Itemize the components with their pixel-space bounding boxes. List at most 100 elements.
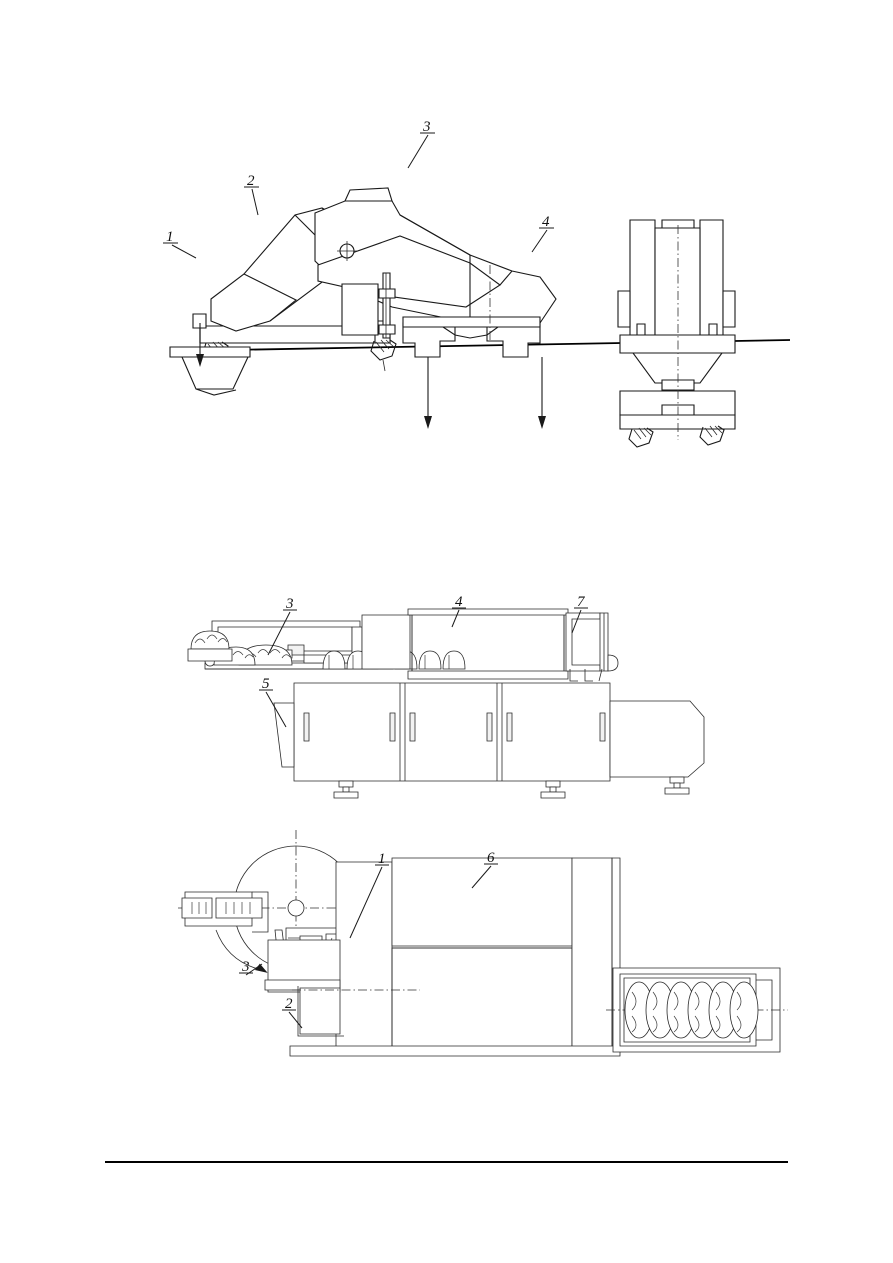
tray-loaf xyxy=(729,981,759,1039)
callout-2: 2 xyxy=(244,173,259,216)
hopper-bottom xyxy=(195,388,237,396)
front-elevation-view xyxy=(617,219,736,448)
outlet-flow-arrow-right xyxy=(538,357,546,429)
loaf-tray-plan-view xyxy=(606,967,788,1053)
shaft-sleeve-2 xyxy=(215,897,263,919)
callout-3: 3 xyxy=(407,119,435,169)
callout-1-label: 1 xyxy=(166,229,174,245)
tray-loaves xyxy=(624,981,759,1039)
callout-7-label: 7 xyxy=(577,594,586,610)
callout-group-bottom: 1 6 3 2 xyxy=(239,850,498,1029)
callout-1: 1 xyxy=(163,229,197,259)
levelling-foot xyxy=(664,776,690,795)
door-handle xyxy=(303,712,310,742)
figure-middle-canvas: 3 4 7 5 xyxy=(187,594,705,799)
callout-1-label: 1 xyxy=(378,851,386,867)
lower-frame-tray xyxy=(289,986,621,1057)
cabinet-base-body xyxy=(293,682,611,782)
base-rail xyxy=(289,1045,621,1057)
front-hopper xyxy=(631,352,724,384)
front-hopper-outlet xyxy=(661,379,695,391)
callout-4: 4 xyxy=(451,594,466,628)
callout-3: 3 xyxy=(267,596,297,656)
drive-end-roller xyxy=(607,654,619,672)
arm-inner-fold xyxy=(243,273,298,322)
outfeed-chute xyxy=(609,700,705,778)
callout-5-label: 5 xyxy=(262,676,270,692)
loaf-stacked xyxy=(190,630,230,650)
door-handle xyxy=(486,712,493,742)
cabinet-base-row xyxy=(273,682,705,799)
figure-machine-detail-section: 1 6 3 2 xyxy=(0,820,893,1090)
pivot-fitting-icon xyxy=(337,241,357,261)
callout-4-label: 4 xyxy=(542,214,550,230)
bracket-marks xyxy=(569,668,603,682)
lower-frame-outline xyxy=(297,986,344,1037)
footer-rule xyxy=(105,1161,788,1163)
hatched-enclosure-panel xyxy=(407,608,569,680)
discharge-chute-left xyxy=(402,322,456,358)
chute-arch xyxy=(442,326,499,339)
inlet-flow-arrow xyxy=(196,323,204,367)
door-handle xyxy=(389,712,396,742)
body-column-left xyxy=(335,861,393,1049)
loaf-tray-left xyxy=(187,648,233,662)
rotor-hub xyxy=(287,899,305,917)
callout-2: 2 xyxy=(282,996,303,1029)
callout-4-label: 4 xyxy=(455,594,463,610)
levelling-foot xyxy=(333,780,359,799)
front-side-lug-right xyxy=(722,290,736,328)
chassis-foot-left xyxy=(192,313,207,329)
front-column-left xyxy=(629,219,656,336)
loaf-carrier xyxy=(442,650,466,670)
upper-body-panel xyxy=(391,857,573,947)
loaf-carrier xyxy=(418,650,442,670)
drive-end-unit xyxy=(565,612,619,672)
door-handle xyxy=(409,712,416,742)
callout-1: 1 xyxy=(349,851,389,939)
callout-2-label: 2 xyxy=(247,173,255,189)
figure-tipping-trolley-unloader: 1 2 3 4 xyxy=(0,95,893,448)
chute-header-beam xyxy=(402,316,541,328)
discharge-chute-right xyxy=(486,322,541,358)
front-centre-body xyxy=(654,227,701,336)
drive-housing-inner xyxy=(571,618,605,666)
hydraulic-ram xyxy=(378,272,396,339)
interior-cabinet xyxy=(341,283,379,336)
discharge-hopper xyxy=(273,702,295,768)
levelling-foot xyxy=(540,780,566,799)
front-castor-left xyxy=(628,427,654,448)
callout-4: 4 xyxy=(531,214,554,253)
front-castor-right xyxy=(699,425,725,446)
infeed-loaves xyxy=(187,630,293,666)
front-column-right xyxy=(699,219,724,336)
container-top-lip xyxy=(344,187,393,202)
figure-bottom-canvas: 1 6 3 2 xyxy=(178,830,788,1057)
panel-top-rail xyxy=(407,608,569,616)
callout-7: 7 xyxy=(571,594,588,634)
callout-6: 6 xyxy=(471,850,498,889)
loaf-carrier xyxy=(322,650,346,670)
figure-bread-line-elevation: 3 4 7 5 xyxy=(0,585,893,815)
body-column-right xyxy=(571,857,613,1051)
outlet-flow-arrow-left xyxy=(424,357,432,429)
callout-6-label: 6 xyxy=(487,850,495,866)
front-side-lug-left xyxy=(617,290,631,328)
shaft-sleeve-1 xyxy=(181,897,213,919)
figure-top-canvas: 1 2 3 4 xyxy=(163,119,791,448)
callout-group-middle: 3 4 7 5 xyxy=(259,594,588,728)
panel-bottom-rail xyxy=(407,670,569,680)
door-handle xyxy=(599,712,606,742)
door-handle xyxy=(506,712,513,742)
shaft-coupling-assembly xyxy=(181,891,269,933)
callout-3-label: 3 xyxy=(285,596,294,612)
lower-frame-box xyxy=(299,987,341,1035)
callout-3-label: 3 xyxy=(241,959,250,975)
hatched-lower-panel xyxy=(391,947,573,1051)
front-cross-beam xyxy=(619,334,736,354)
loading-tray-hopper xyxy=(181,356,249,390)
callout-2-label: 2 xyxy=(285,996,293,1012)
front-top-cap xyxy=(661,219,695,229)
callout-3-label: 3 xyxy=(422,119,431,135)
